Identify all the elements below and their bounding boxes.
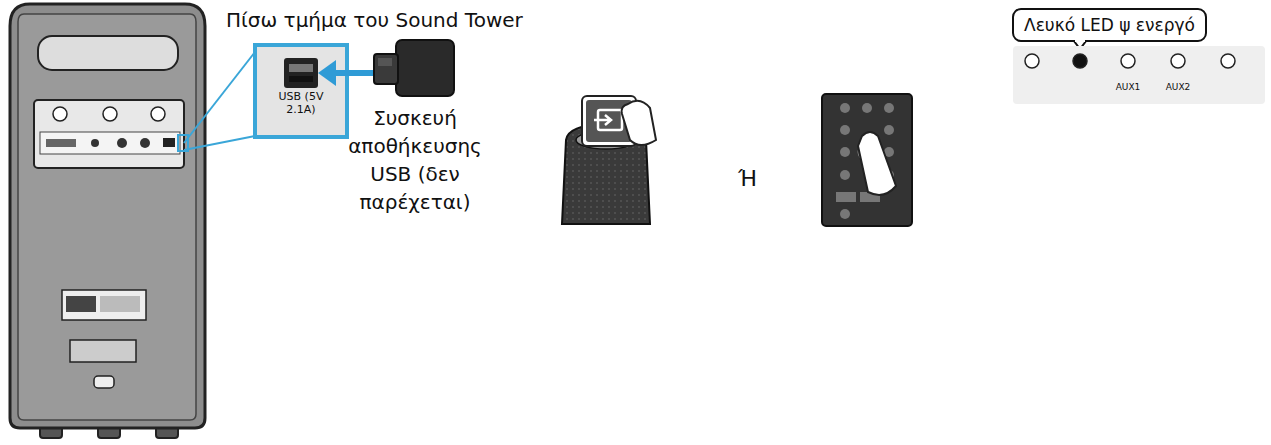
node-text: AUX2 [1166, 82, 1191, 92]
device-caption: Συσκευή αποθήκευσης USB (δεν παρέχεται) [340, 104, 490, 216]
node-text: AUX1 [1116, 82, 1141, 92]
led-callout: Λευκό LED ψ ενεργό [1012, 8, 1207, 42]
node-text: USB (5V 2.1A) [277, 90, 325, 116]
view-title: Πίσω τμήμα του Sound Tower [226, 8, 523, 32]
usb-stick [374, 40, 454, 96]
or-word: Ή [738, 166, 757, 191]
led-panel: AUX1 AUX2 [1013, 46, 1265, 104]
callout-seam [1075, 39, 1085, 42]
port-inset [255, 45, 347, 137]
tower-top [562, 96, 656, 224]
led-dots [1013, 46, 1265, 104]
zoom-leader [178, 52, 255, 151]
sound-tower [10, 4, 205, 438]
remote-control [822, 94, 912, 226]
port-inset-box: USB (5V 2.1A) [258, 90, 344, 116]
node-text: Λευκό LED ψ ενεργό [1024, 14, 1195, 36]
insert-arrow [318, 60, 376, 86]
